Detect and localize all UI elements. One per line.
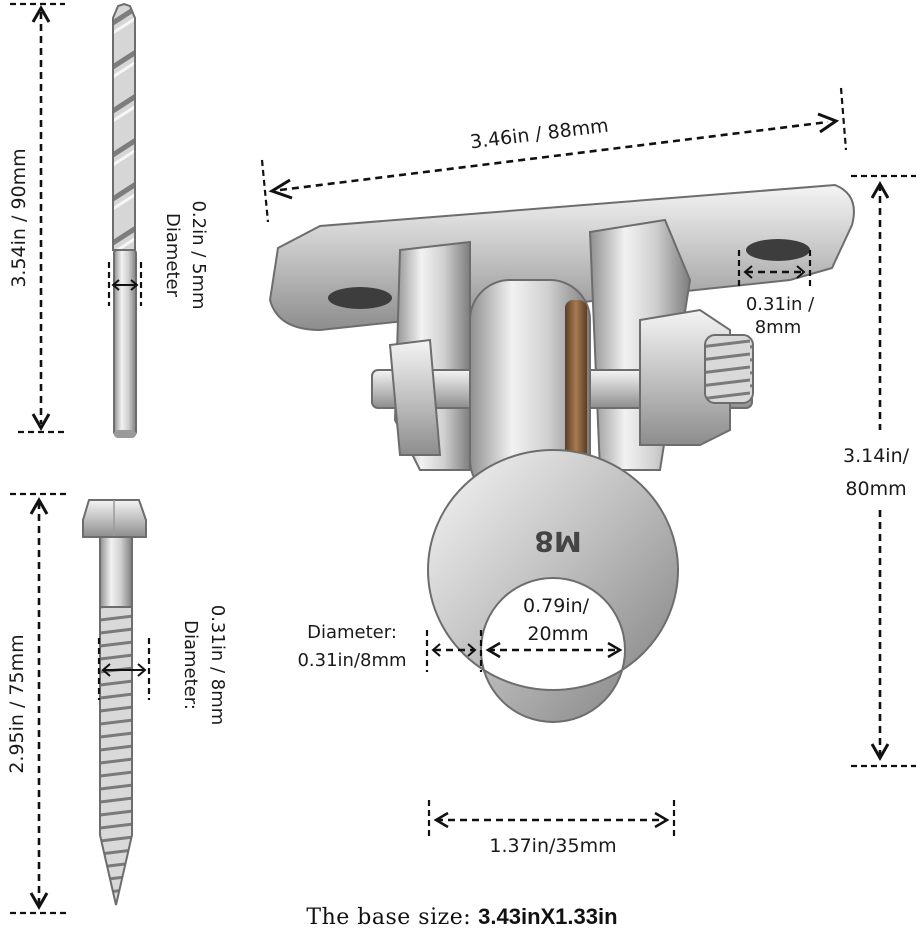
mounting-hole-left xyxy=(328,287,392,309)
total-height-line2: 80mm xyxy=(845,478,906,500)
screw-diameter-value: 0.31in / 8mm xyxy=(207,605,228,726)
drill-length-label: 3.54in / 90mm xyxy=(8,148,30,287)
swing-hanger-illustration xyxy=(268,183,855,723)
drill-bit-illustration xyxy=(112,2,137,438)
screw-length-label: 2.95in / 75mm xyxy=(6,634,28,773)
mounting-hole-right xyxy=(746,239,810,261)
screw-length-dimension xyxy=(10,492,70,915)
drill-diameter-value: 0.2in / 5mm xyxy=(188,200,209,309)
ring-inner-line1: 0.79in/ xyxy=(523,595,590,617)
ring-inner-diameter-dimension xyxy=(485,641,623,659)
base-size-caption-value: 3.43inX1.33in xyxy=(478,904,618,929)
hole-diameter-line2: 8mm xyxy=(755,317,802,338)
ring-wire-value: 0.31in/8mm xyxy=(297,650,406,671)
lag-screw-illustration xyxy=(82,499,147,906)
screw-diameter-title: Diameter: xyxy=(180,620,201,710)
hole-diameter-dimension xyxy=(737,250,812,288)
hole-diameter-line1: 0.31in / xyxy=(746,294,815,315)
screw-diameter-dimension xyxy=(97,638,151,700)
ring-wire-title: Diameter: xyxy=(307,622,397,643)
ring-inner-line2: 20mm xyxy=(527,623,588,645)
total-height-line1: 3.14in/ xyxy=(843,445,910,467)
ring-wire-diameter-dimension xyxy=(425,630,483,672)
base-size-caption-label: The base size: xyxy=(306,905,472,930)
ring-outer-diameter-dimension xyxy=(427,800,676,840)
drill-length-dimension xyxy=(10,2,65,434)
plate-width-dimension xyxy=(260,87,848,223)
drill-diameter-title: Diameter xyxy=(162,213,183,298)
eyebolt-stamp: M8 xyxy=(534,525,581,558)
plate-width-label: 3.46in / 88mm xyxy=(469,115,610,154)
base-size-caption: The base size: 3.43inX1.33in xyxy=(0,904,924,930)
drill-diameter-dimension xyxy=(107,262,143,306)
ring-outer-label: 1.37in/35mm xyxy=(489,835,616,857)
total-height-dimension xyxy=(851,174,916,768)
